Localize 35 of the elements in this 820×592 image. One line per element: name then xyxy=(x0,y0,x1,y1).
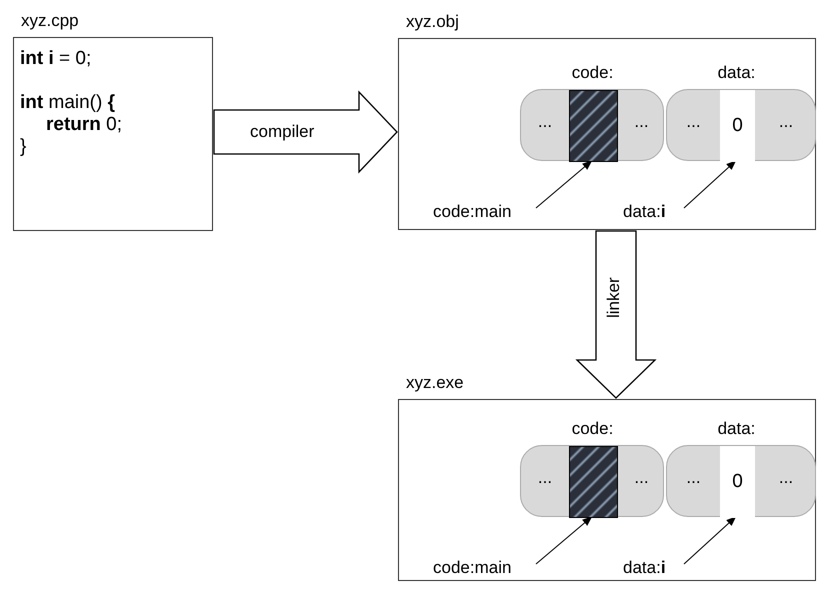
edge-label: linker xyxy=(604,277,624,318)
ellipsis: ... xyxy=(538,112,552,132)
segment-label: code: xyxy=(572,63,614,83)
code-line: } xyxy=(20,136,26,158)
ellipsis: ... xyxy=(538,468,552,488)
code-line: int i = 0; xyxy=(20,48,92,70)
ellipsis: ... xyxy=(778,112,794,132)
leader-line xyxy=(684,516,736,564)
leader-line xyxy=(536,160,592,208)
pointer-label: code:main xyxy=(433,202,512,222)
pointer-label: data:i xyxy=(623,558,666,578)
ellipsis: ... xyxy=(778,468,794,488)
file-name: xyz.obj xyxy=(406,12,459,32)
pointer-label: code:main xyxy=(433,558,512,578)
ellipsis: ... xyxy=(686,468,701,488)
code-line: return 0; xyxy=(46,114,122,136)
ellipsis: ... xyxy=(686,112,701,132)
segment-label: data: xyxy=(718,63,756,83)
file-name: xyz.exe xyxy=(406,373,464,393)
hatched-block xyxy=(569,90,618,162)
ellipsis: ... xyxy=(634,112,649,132)
leader-line xyxy=(684,160,736,208)
ellipsis: ... xyxy=(634,468,649,488)
pointer-label: data:i xyxy=(623,202,666,222)
memory-cell: 0 xyxy=(720,446,755,518)
leader-line xyxy=(536,516,592,564)
block-arrow xyxy=(213,90,398,174)
block-arrow xyxy=(575,230,657,399)
memory-cell: 0 xyxy=(720,90,755,162)
file-name: xyz.cpp xyxy=(21,11,79,31)
segment-label: code: xyxy=(572,419,614,439)
segment-label: data: xyxy=(718,419,756,439)
edge-label: compiler xyxy=(250,122,314,142)
code-line: int main() { xyxy=(20,92,116,114)
hatched-block xyxy=(569,446,618,518)
